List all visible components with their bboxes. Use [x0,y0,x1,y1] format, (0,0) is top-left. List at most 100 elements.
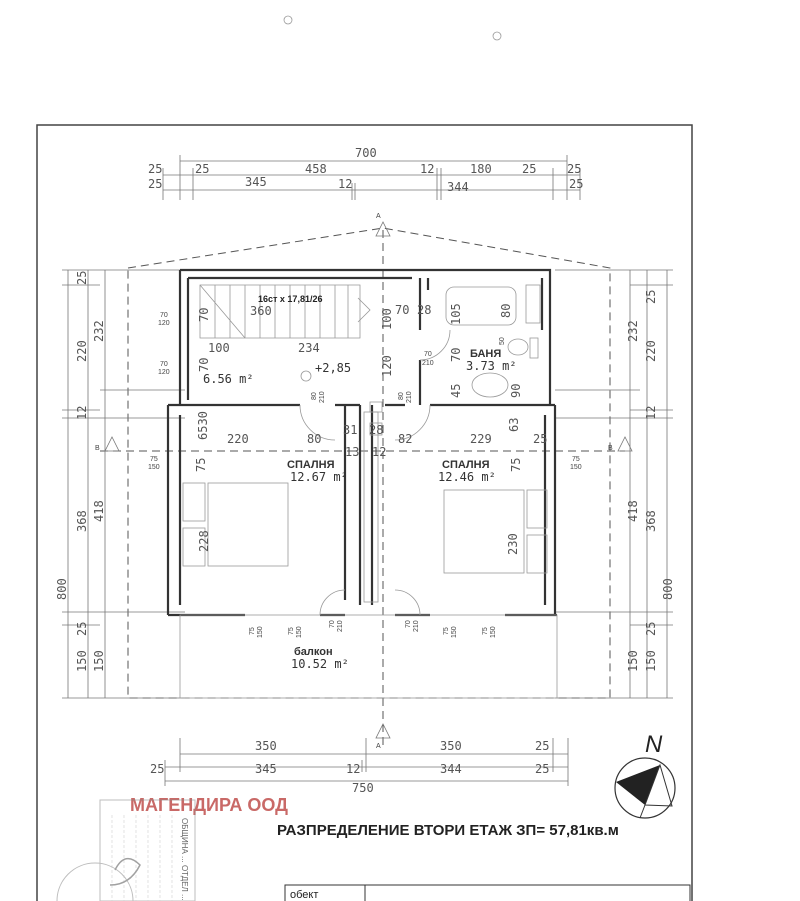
svg-text:25: 25 [535,762,549,776]
svg-text:25: 25 [533,432,547,446]
roof-outline [127,227,611,699]
svg-text:70: 70 [197,308,211,322]
svg-text:80: 80 [307,432,321,446]
walls [166,268,558,699]
opening-labels: 70 120 70 120 75 150 75 150 70 210 80 21… [148,312,582,638]
svg-text:25: 25 [148,162,162,176]
svg-text:80: 80 [311,392,318,400]
svg-text:150: 150 [257,626,264,638]
svg-text:80: 80 [398,392,405,400]
svg-text:70: 70 [424,351,432,358]
svg-text:75: 75 [572,456,580,463]
svg-text:75: 75 [194,458,208,472]
svg-text:220: 220 [644,340,658,362]
section-label: B [608,445,613,452]
svg-text:345: 345 [255,762,277,776]
svg-text:700: 700 [355,146,377,160]
level-mark-icon [300,370,312,382]
svg-text:25: 25 [644,622,658,636]
svg-text:12: 12 [420,162,434,176]
svg-text:75: 75 [482,627,489,635]
bedroom-left-area: 12.67 m² [290,470,348,484]
svg-text:70: 70 [405,620,412,628]
section-arrow-b-right [617,436,633,452]
bathroom-fixtures [445,284,541,398]
svg-text:31: 31 [343,423,357,437]
section-arrow-b-left [104,436,120,452]
svg-text:229: 229 [470,432,492,446]
municipal-stamp-text: ОБЩИНА ... ОТДЕЛ ... [180,818,189,901]
bedroom-right-width: 230 [506,533,520,555]
svg-text:28: 28 [417,303,431,317]
svg-text:70: 70 [197,358,211,372]
svg-text:25: 25 [569,177,583,191]
svg-text:70: 70 [395,303,409,317]
svg-text:232: 232 [626,320,640,342]
svg-text:150: 150 [490,626,497,638]
svg-text:70: 70 [160,312,168,319]
section-label: B [95,445,100,452]
svg-text:210: 210 [406,391,413,403]
svg-text:150: 150 [296,626,303,638]
svg-text:80: 80 [499,304,513,318]
section-arrow-a-top [375,221,391,237]
svg-text:12: 12 [338,177,352,191]
svg-text:100: 100 [208,341,230,355]
bath-area: 3.73 m² [466,359,517,373]
svg-text:150: 150 [75,650,89,672]
svg-text:210: 210 [337,620,344,632]
svg-text:210: 210 [413,620,420,632]
svg-text:25: 25 [148,177,162,191]
svg-text:210: 210 [319,391,326,403]
svg-text:344: 344 [440,762,462,776]
svg-text:16ст х 17,81/26: 16ст х 17,81/26 [258,294,322,304]
bedroom-left-name: СПАЛНЯ [287,459,335,471]
svg-text:150: 150 [644,650,658,672]
section-arrow-a-bottom [375,723,391,739]
svg-text:800: 800 [55,578,69,600]
svg-text:368: 368 [644,510,658,532]
svg-text:150: 150 [92,650,106,672]
municipal-stamp: ОБЩИНА ... ОТДЕЛ ... [56,799,196,901]
svg-text:N: N [645,731,663,758]
bedroom-right-area: 12.46 m² [438,470,496,484]
right-dimensions: 800 25 220 12 368 25 150 232 418 150 [555,269,675,699]
svg-text:12: 12 [346,762,360,776]
svg-text:750: 750 [352,781,374,795]
svg-text:70: 70 [449,348,463,362]
svg-text:180: 180 [470,162,492,176]
svg-text:234: 234 [298,341,320,355]
hall-area: 6.56 m² [203,372,254,386]
punch-hole [283,15,293,25]
svg-text:120: 120 [158,369,170,376]
svg-text:75: 75 [509,458,523,472]
svg-text:25: 25 [150,762,164,776]
level-mark: +2,85 [315,361,351,375]
bath-name: БАНЯ [470,348,501,360]
svg-text:12: 12 [75,406,89,420]
svg-text:75: 75 [288,627,295,635]
svg-text:120: 120 [380,355,394,377]
svg-text:344: 344 [447,180,469,194]
left-dimensions: 800 25 220 12 368 25 150 232 418 150 [55,269,185,699]
svg-text:28: 28 [369,423,383,437]
svg-text:100: 100 [380,308,394,330]
svg-text:458: 458 [305,162,327,176]
svg-text:25: 25 [535,739,549,753]
svg-text:70: 70 [329,620,336,628]
bedroom-left-width: 228 [197,530,211,552]
svg-text:360: 360 [250,304,272,318]
beds [182,482,548,574]
section-label: A [376,743,381,750]
svg-text:150: 150 [451,626,458,638]
svg-text:50: 50 [499,337,506,345]
svg-text:232: 232 [92,320,106,342]
balcony-name: балкон [294,646,333,658]
top-dimensions: 700 25 25 458 12 180 25 25 25 345 12 344… [148,146,583,200]
svg-text:25: 25 [644,290,658,304]
title-block-label: обект [290,889,318,901]
svg-text:6530: 6530 [196,411,210,440]
svg-text:25: 25 [195,162,209,176]
door-swings [299,329,451,616]
